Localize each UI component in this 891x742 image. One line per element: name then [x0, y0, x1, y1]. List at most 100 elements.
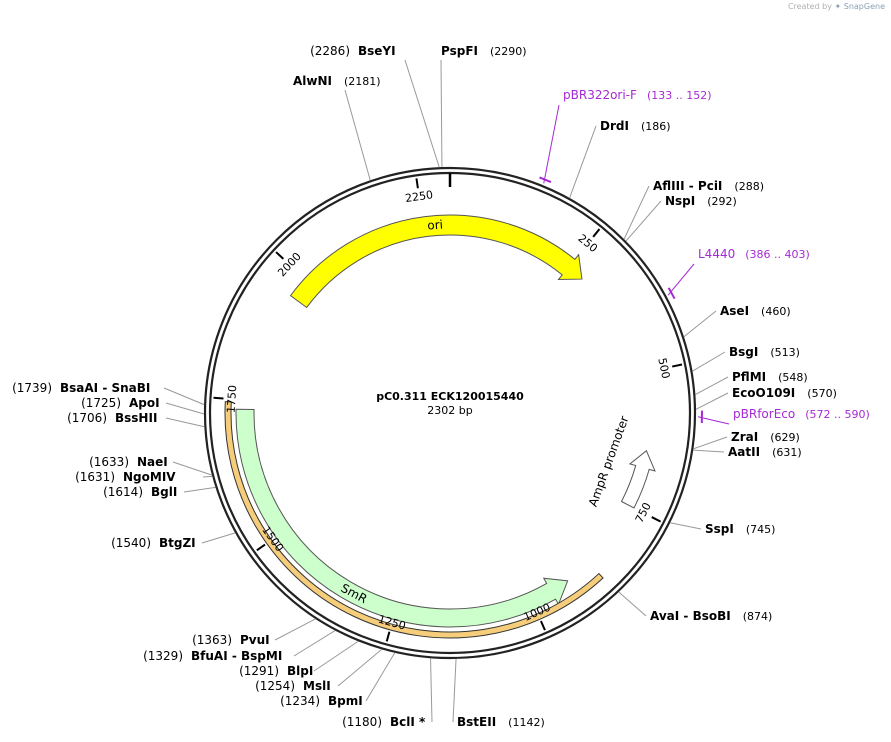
ampr-promoter-feature-arrow[interactable] [620, 449, 656, 509]
site-position: (513) [770, 346, 800, 359]
restriction-site-btgzi[interactable]: (1540)BtgZI [111, 536, 196, 550]
site-enzyme: EcoO109I [732, 386, 795, 400]
primer-leader-line [543, 104, 560, 184]
ori-feature-arrow[interactable] [289, 214, 583, 309]
site-name: PspFI(2290) [441, 44, 527, 58]
site-enzyme-extra: - BspMI [228, 649, 283, 663]
restriction-site-zrai[interactable]: ZraI(629) [731, 430, 800, 444]
center-title: pC0.311 ECK120015440 [376, 390, 524, 403]
site-leader-line [163, 387, 205, 406]
site-position: (1291) [239, 664, 279, 678]
restriction-site-ecoo109i[interactable]: EcoO109I (570) [732, 386, 837, 400]
restriction-site-bsteii[interactable]: BstEII(1142) [457, 715, 545, 729]
restriction-site-aatii[interactable]: AatII(631) [728, 445, 802, 459]
restriction-site-pvui[interactable]: (1363)PvuI [192, 633, 270, 647]
site-leader-line [202, 475, 213, 478]
tick-mark [415, 178, 419, 189]
watermark-prefix: Created by [787, 2, 832, 11]
restriction-site-drdi[interactable]: DrdI(186) [600, 119, 671, 133]
site-enzyme: AlwNI [293, 74, 332, 88]
restriction-site-bseyi[interactable]: (2286)BseYI [310, 44, 396, 58]
restriction-site-bcli[interactable]: (1180) BclI * [342, 715, 426, 729]
snapgene-watermark: Created by ✦ SnapGene [788, 2, 885, 11]
site-enzyme: BclI [390, 715, 415, 729]
site-position: (1254) [255, 679, 295, 693]
restriction-site-avai[interactable]: AvaI - BsoBI(874) [650, 609, 772, 623]
site-name: PvuI [240, 633, 270, 647]
site-position: (874) [743, 610, 773, 623]
restriction-site-alwni[interactable]: AlwNI(2181) [293, 74, 381, 88]
site-leader-line [625, 200, 662, 242]
primer-label[interactable]: L4440(386 .. 403) [698, 247, 810, 261]
site-leader-line [693, 449, 725, 453]
restriction-site-bsaai[interactable]: (1739)BsaAI - SnaBI [12, 381, 150, 395]
site-enzyme: PvuI [240, 633, 270, 647]
site-enzyme: AflIII [653, 179, 685, 193]
site-position: (1631) [75, 470, 115, 484]
tick-mark [592, 228, 601, 238]
restriction-site-bsshii[interactable]: (1706)BssHII [67, 411, 157, 425]
primer-label[interactable]: pBR322ori-F(133 .. 152) [563, 88, 712, 102]
restriction-site-bfuai[interactable]: (1329)BfuAI - BspMI [143, 649, 282, 663]
tick-mark [275, 251, 285, 260]
site-position: (1706) [67, 411, 107, 425]
site-position: (570) [807, 387, 837, 400]
site-name: DrdI(186) [600, 119, 671, 133]
restriction-site-asei[interactable]: AseI(460) [720, 304, 791, 318]
restriction-site-naei[interactable]: (1633)NaeI [89, 455, 168, 469]
watermark-brand: SnapGene [843, 2, 885, 11]
restriction-site-nspi[interactable]: NspI (292) [665, 194, 737, 208]
primer-range: (386 .. 403) [745, 248, 810, 261]
restriction-site-sspi[interactable]: SspI(745) [705, 522, 775, 536]
site-leader-line [695, 376, 729, 395]
site-name: AatII(631) [728, 445, 802, 459]
restriction-site-apoi[interactable]: (1725)ApoI [81, 396, 160, 410]
primer-leader-line [697, 416, 730, 425]
site-name: AvaI - BsoBI(874) [650, 609, 772, 623]
restriction-site-bsgi[interactable]: BsgI(513) [729, 345, 800, 359]
restriction-site-blpi[interactable]: (1291)BlpI [239, 664, 313, 678]
site-leader-line [618, 591, 647, 617]
restriction-site-msli[interactable]: (1254) MslI [255, 679, 331, 693]
smr-feature-arrow[interactable] [235, 408, 569, 628]
site-enzyme: MslI [303, 679, 331, 693]
site-name: BtgZI [159, 536, 196, 550]
site-leader-line [404, 59, 440, 168]
primer-label[interactable]: pBRforEco(572 .. 590) [733, 407, 870, 421]
tick-mark [671, 363, 683, 368]
primer-name: pBRforEco [733, 407, 795, 421]
site-position: (292) [707, 195, 737, 208]
site-name: BclI * [390, 715, 426, 729]
restriction-site-pflmi[interactable]: PflMI(548) [732, 370, 808, 384]
restriction-site-bgli[interactable]: (1614)BglI [103, 485, 177, 499]
restriction-site-afliii[interactable]: AflIII - PciI(288) [653, 179, 764, 193]
site-name: NaeI [137, 455, 168, 469]
site-leader-line [683, 310, 717, 338]
site-enzyme: SspI [705, 522, 734, 536]
site-position: (2290) [490, 45, 527, 58]
site-enzyme: BglI [151, 485, 177, 499]
restriction-site-pspfi[interactable]: PspFI(2290) [441, 44, 527, 58]
orange-region-feature-arrow[interactable] [224, 401, 604, 639]
site-position: (1180) [342, 715, 382, 729]
site-enzyme: NspI [665, 194, 695, 208]
site-leader-line [172, 461, 213, 476]
site-enzyme: NgoMIV [123, 470, 176, 484]
site-name: PflMI(548) [732, 370, 808, 384]
site-position: (1329) [143, 649, 183, 663]
tick-mark [385, 631, 391, 642]
restriction-site-bpmi[interactable]: (1234)BpmI [280, 694, 363, 708]
primer-name: pBR322ori-F [563, 88, 637, 102]
site-name: BseYI [358, 44, 396, 58]
site-leader-line [313, 640, 359, 672]
site-name: AlwNI(2181) [293, 74, 381, 88]
tick-mark [651, 516, 662, 523]
site-leader-line [344, 89, 371, 181]
site-enzyme: AseI [720, 304, 749, 318]
restriction-site-ngomiv[interactable]: (1631) NgoMIV [75, 470, 176, 484]
site-enzyme: BstEII [457, 715, 496, 729]
site-position: (288) [734, 180, 764, 193]
site-position: (186) [641, 120, 671, 133]
